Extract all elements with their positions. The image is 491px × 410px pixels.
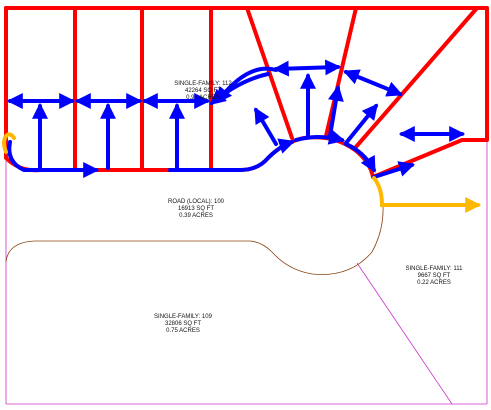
flow-arrows <box>6 59 466 179</box>
parcel-road-area: 16913 SQ FT <box>178 206 214 212</box>
parcel-road-name: ROAD (LOCAL): 100 <box>168 199 225 205</box>
parcel-112-area: 42264 SQ FT <box>185 88 221 94</box>
flow-arrow-top-right <box>343 69 403 97</box>
flow-arrow-corner <box>372 161 416 179</box>
flow-arrow-curb-1 <box>7 140 100 178</box>
flow-arrow-arc <box>216 66 278 104</box>
parcel-111-name: SINGLE-FAMILY: 111 <box>405 266 463 272</box>
flow-arrow-ray-4 <box>344 103 379 145</box>
lot-divider-5 <box>324 6 358 138</box>
parcel-111-area: 9667 SQ FT <box>418 273 451 279</box>
flow-arrow-curb-3 <box>294 129 346 145</box>
lot-lines-112 <box>4 6 489 179</box>
parcel-112-acres: 0.97 ACRES <box>186 95 220 101</box>
flow-arrow-top <box>272 59 342 77</box>
parcel-road-acres: 0.39 ACRES <box>179 213 213 219</box>
parcel-112-name: SINGLE-FAMILY: 112 <box>174 81 232 87</box>
parcel-labels: SINGLE-FAMILY: 112 42264 SQ FT 0.97 ACRE… <box>154 81 463 334</box>
lot-outer-boundary <box>4 6 489 179</box>
parcel-109-name: SINGLE-FAMILY: 109 <box>154 314 213 320</box>
lot-109-111-divider <box>356 262 453 405</box>
flow-arrow-ray-3 <box>328 84 344 138</box>
highlight-arrows <box>2 132 482 213</box>
flow-arrow-ray-1 <box>254 107 278 146</box>
highlight-hook-left <box>2 132 16 154</box>
flow-arrow-curb-2 <box>168 138 296 172</box>
lot-divider-6 <box>353 6 479 150</box>
flow-arrow-curb-4 <box>344 142 376 173</box>
parcel-111-acres: 0.22 ACRES <box>417 280 451 286</box>
highlight-arrow-right <box>372 176 482 213</box>
parcel-109-area: 32806 SQ FT <box>165 321 201 327</box>
road-south-edge <box>5 205 384 275</box>
parcel-boundaries <box>5 140 488 405</box>
road-edges <box>5 205 384 275</box>
parcel-109-acres: 0.75 ACRES <box>166 328 200 334</box>
